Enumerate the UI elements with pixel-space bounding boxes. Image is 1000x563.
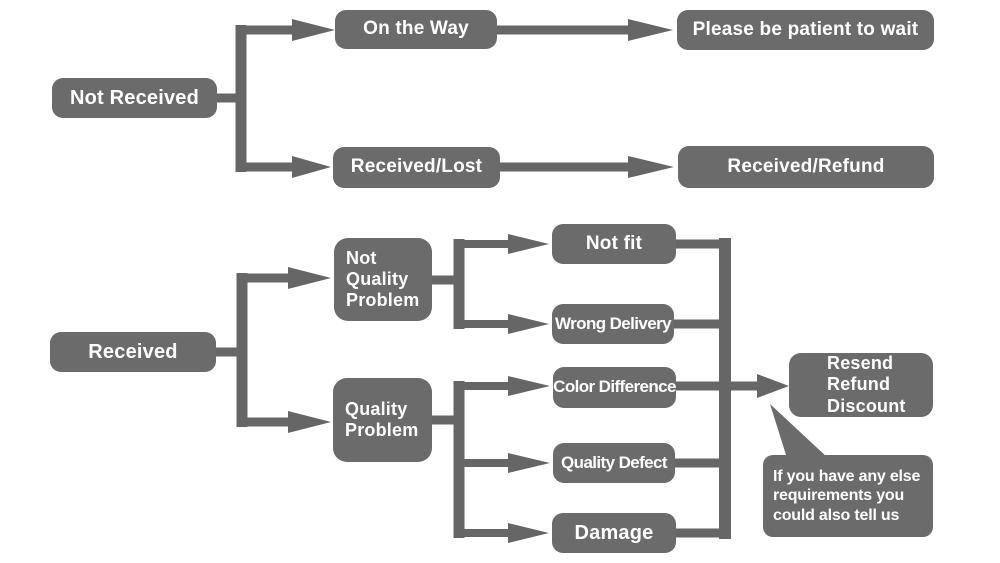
node-resend-refund-discount: Resend Refund Discount (789, 353, 933, 417)
node-not-fit: Not fit (552, 224, 676, 264)
arrow-on-the-way-to-wait (497, 19, 673, 41)
arrow-to-on-the-way (241, 19, 335, 41)
arrow-to-not-quality-problem (242, 267, 331, 289)
arrow-to-quality-problem (242, 411, 331, 433)
arrow-to-received-lost (241, 156, 331, 178)
connector-not-quality-split (432, 239, 465, 329)
node-not-received: Not Received (52, 78, 217, 118)
node-please-be-patient: Please be patient to wait (677, 10, 934, 50)
arrow-to-color-difference (459, 376, 550, 396)
node-wrong-delivery: Wrong Delivery (552, 304, 674, 344)
arrow-to-quality-defect (459, 453, 550, 473)
arrow-to-resend (725, 374, 789, 398)
node-quality-defect: Quality Defect (553, 443, 675, 483)
node-quality-problem: Quality Problem (333, 378, 432, 462)
connector-received-split (216, 273, 248, 427)
arrow-lost-to-refund (500, 156, 674, 178)
arrow-to-damage (459, 523, 549, 543)
node-damage: Damage (552, 513, 676, 553)
node-on-the-way: On the Way (335, 10, 497, 49)
note-bubble: If you have any else requirements you co… (763, 455, 933, 537)
connector-not-received-split (217, 25, 247, 172)
node-not-quality-problem: Not Quality Problem (334, 238, 432, 321)
node-received: Received (50, 332, 216, 372)
node-received-refund: Received/Refund (678, 146, 934, 188)
connector-collector-rail (674, 238, 731, 539)
node-color-difference: Color Difference (553, 367, 676, 408)
arrow-to-not-fit (459, 234, 549, 254)
node-received-lost: Received/Lost (333, 147, 500, 188)
note-bubble-tail (770, 404, 828, 458)
arrow-to-wrong-delivery (459, 314, 549, 334)
